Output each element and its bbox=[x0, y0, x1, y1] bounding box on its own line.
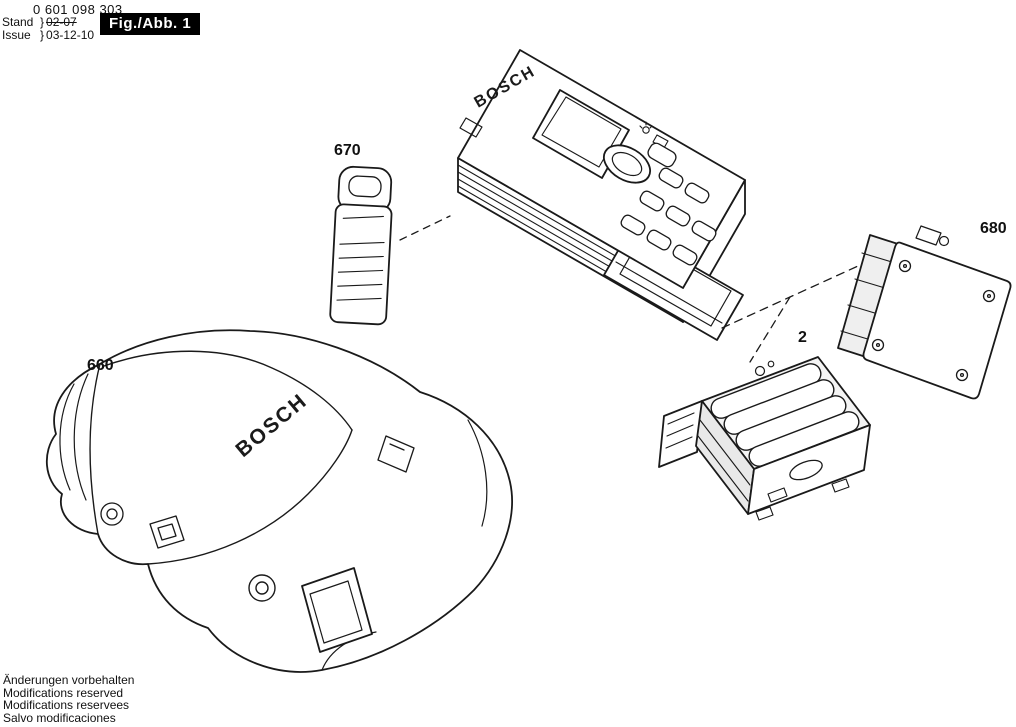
issue-date: 03-12-10 bbox=[46, 28, 95, 42]
pouch-clip bbox=[377, 435, 415, 473]
issue-line: Issue}03-12-10 bbox=[2, 29, 94, 42]
part-callout-660: 660 bbox=[87, 357, 114, 374]
part-callout-2: 2 bbox=[798, 329, 807, 346]
device-keypad bbox=[620, 142, 717, 266]
pouch-belt-loop bbox=[301, 567, 373, 653]
legal-footer: Änderungen vorbehalten Modifications res… bbox=[3, 674, 134, 724]
footer-line-es: Salvo modificaciones bbox=[3, 710, 116, 725]
battery-holder-2 bbox=[658, 356, 871, 521]
adapter-side-ribs bbox=[840, 252, 893, 341]
assembly-line-670 bbox=[399, 215, 451, 241]
part-callout-670: 670 bbox=[334, 142, 361, 159]
stand-line: Stand}02-07 bbox=[2, 16, 94, 29]
pouch-660: BOSCH bbox=[45, 329, 513, 673]
figure-label-badge: Fig./Abb. 1 bbox=[100, 13, 201, 35]
device-dial bbox=[603, 144, 651, 184]
issue-label: Issue bbox=[2, 28, 31, 42]
battery-door-ribs bbox=[336, 241, 385, 301]
part-callout-680: 680 bbox=[980, 220, 1007, 237]
footer-line-en: Modifications reserved bbox=[3, 685, 124, 700]
holder-bracket-ribs bbox=[665, 412, 695, 449]
stand-label: Stand bbox=[2, 15, 34, 29]
superseded-date: 02-07 bbox=[46, 15, 77, 29]
device-display bbox=[532, 89, 630, 179]
revision-block: Stand}02-07 Issue}03-12-10 bbox=[2, 16, 94, 42]
pouch-buckle bbox=[100, 502, 185, 549]
battery-door-670 bbox=[329, 165, 393, 326]
footer-line-fr: Modifications reservees bbox=[3, 698, 130, 713]
adapter-screws bbox=[871, 259, 996, 382]
batteries bbox=[710, 363, 860, 467]
brace-glyph: } bbox=[40, 28, 45, 42]
part-number: 0 601 098 303 bbox=[33, 2, 123, 17]
device-drawing: BOSCH bbox=[457, 49, 746, 341]
brace-glyph: } bbox=[40, 15, 45, 29]
adapter-plate-680 bbox=[837, 225, 1012, 400]
footer-line-de: Änderungen vorbehalten bbox=[3, 673, 135, 687]
assembly-line-2 bbox=[749, 296, 791, 363]
pouch-snap-button bbox=[248, 574, 276, 602]
